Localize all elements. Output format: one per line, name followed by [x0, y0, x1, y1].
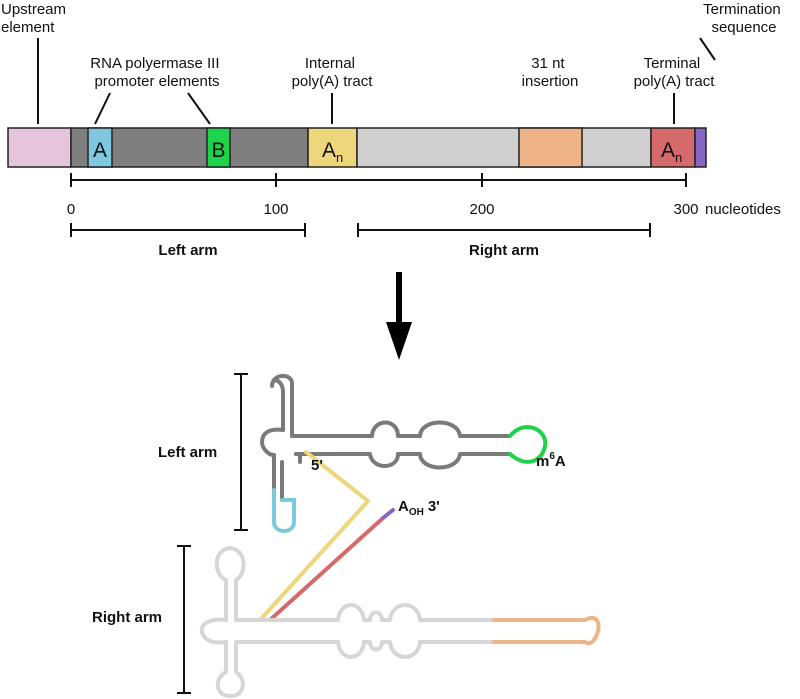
linear-element-map: Upstream element RNA polyermase III prom… [1, 1, 785, 259]
insertion-stretch [492, 615, 601, 646]
right-arm-segment [356, 127, 652, 168]
left-arm-label: Left arm [158, 242, 217, 259]
nucleotide-axis: 0 100 200 300 nucleotides [67, 173, 781, 218]
box-b-loop [508, 425, 548, 464]
insertion-segment [518, 127, 583, 168]
box-a-letter: A [93, 139, 107, 162]
axis-tick-label: 300 [673, 201, 698, 218]
axis-tick-label: 0 [67, 201, 75, 218]
internal-polya-segment [307, 127, 358, 168]
left-arm-structure [260, 373, 512, 502]
secondary-structure: Left arm Right arm [92, 373, 601, 698]
internal-an-label: An [322, 139, 343, 165]
termination-segment [694, 127, 707, 168]
upstream-element-segment [7, 127, 72, 168]
element-bar: A B An An [7, 127, 707, 168]
internal-polya-linker [258, 450, 370, 622]
box-a-segment [87, 127, 113, 168]
arm-brackets: Left arm Right arm [70, 223, 651, 259]
termination-sequence-label: Termination sequence [703, 1, 785, 36]
axis-tick-label: 200 [469, 201, 494, 218]
termination-tail [381, 508, 395, 520]
left-arm-structure-label: Left arm [158, 444, 217, 461]
termination-sequence-callout-line [699, 37, 716, 61]
insertion-label: 31 nt insertion [522, 55, 579, 90]
box-a-stretch [272, 488, 296, 533]
left-top-hairpin [270, 373, 295, 432]
box-b-segment [206, 127, 231, 168]
box-b-letter: B [211, 139, 225, 162]
terminal-polya-tail [268, 516, 385, 622]
right-arm-structure [199, 546, 496, 698]
axis-unit-label: nucleotides [705, 201, 781, 218]
pol3-promoter-label: RNA polyermase III promoter elements [90, 55, 223, 90]
box-b-callout-line [187, 92, 211, 125]
box-a-callout-line [94, 92, 111, 125]
terminal-polya-segment [650, 127, 696, 168]
terminal-polya-label: Terminal poly(A) tract [634, 55, 716, 90]
internal-polya-label: Internal poly(A) tract [292, 55, 374, 90]
terminal-an-label: An [661, 139, 682, 165]
right-arm-label: Right arm [469, 242, 539, 259]
m6a-label: m6A [536, 451, 566, 470]
upstream-element-label: Upstream element [1, 1, 70, 36]
five-prime-label: 5' [311, 457, 323, 474]
axis-tick-label: 100 [263, 201, 288, 218]
down-arrow-icon [386, 272, 412, 360]
right-arm-structure-label: Right arm [92, 609, 162, 626]
